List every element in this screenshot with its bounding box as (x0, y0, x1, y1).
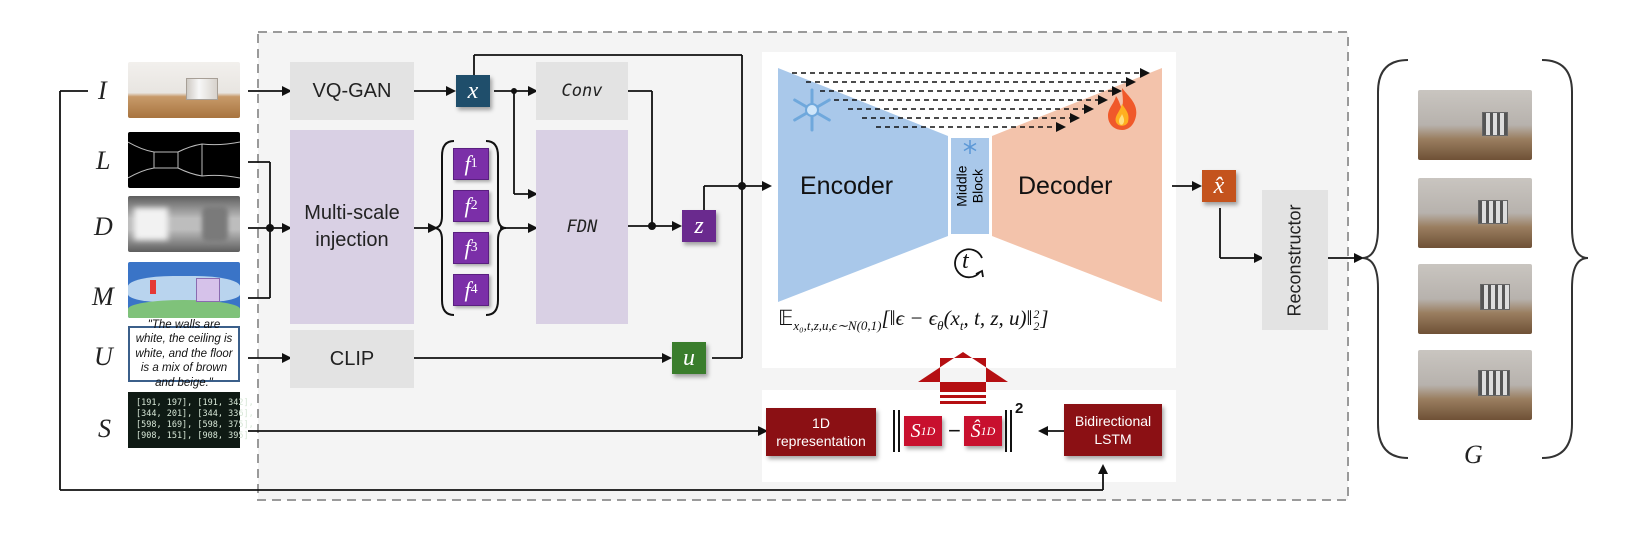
lstm-line2: LSTM (1094, 431, 1132, 447)
loss-theta: θ (937, 318, 944, 334)
junction-dot (648, 222, 656, 230)
g-left-brace (1361, 59, 1409, 459)
multiscale-label-line2: injection (315, 229, 389, 251)
rep-line1: 1D (812, 414, 830, 431)
s1d-hat-subscript: 1D (980, 423, 996, 438)
clip-module: CLIP (290, 330, 414, 388)
u-token: u (672, 342, 706, 374)
input-label-u: U (94, 342, 113, 371)
f-subscript: 4 (470, 282, 478, 297)
f-subscript: 1 (470, 156, 478, 171)
snowflake-icon (793, 88, 831, 132)
loss-args: (x (943, 306, 960, 330)
f-subscript: 2 (470, 198, 478, 213)
generated-panorama (1418, 178, 1532, 248)
lstm-line1: Bidirectional (1074, 412, 1152, 429)
s1d-hat-symbol: Ŝ (970, 419, 981, 442)
coords-line: [191, 197], [191, 342], (136, 398, 254, 408)
representation-1d-box: 1D representation (766, 408, 876, 456)
snowflake-icon (963, 140, 977, 154)
generated-panorama (1418, 90, 1532, 160)
loss-expectation-subscript: x₀,t,z,u,ϵ∼N(0,1) (793, 318, 882, 334)
coords-line: [908, 151], [908, 395] (136, 431, 249, 442)
f-symbol: f (464, 193, 471, 218)
semantic-mask (128, 262, 240, 318)
x-hat-token: x̂ (1202, 170, 1236, 202)
g-right-brace (1541, 59, 1589, 459)
middle-label-line1: Middle (953, 165, 970, 207)
cycle-icon (954, 248, 984, 279)
loss-close: ] (1040, 306, 1049, 330)
f-symbol: f (464, 277, 471, 302)
panorama-image-input (128, 62, 240, 118)
vqgan-module: VQ-GAN (290, 62, 414, 120)
output-label-g: G (1464, 440, 1483, 469)
z-token: z (682, 210, 716, 242)
corner-coordinates-card: [191, 197], [191, 342],[344, 201], [344,… (128, 392, 254, 448)
input-label-m: M (92, 282, 114, 311)
loss-sup: 2 (1033, 307, 1040, 322)
fdn-label: FDN (566, 216, 598, 237)
f-symbol: f (464, 235, 471, 260)
vqgan-label: VQ-GAN (312, 79, 392, 102)
coords-line: [344, 201], [344, 336], (136, 409, 254, 420)
encoder-label: Encoder (800, 172, 894, 200)
input-label-d: D (94, 212, 113, 241)
norm-exponent: 2 (1015, 400, 1024, 417)
input-label-s: S (98, 414, 111, 443)
input-label-i: I (98, 76, 107, 105)
f-right-brace (485, 140, 507, 316)
generated-panorama (1418, 264, 1532, 334)
reconstructor-label: Reconstructor (1284, 203, 1305, 317)
middle-label-line2: Block (970, 168, 986, 204)
loss-sub: 2 (1033, 319, 1040, 334)
s1d-subscript: 1D (920, 423, 936, 438)
decoder-label: Decoder (1018, 172, 1113, 200)
layout-lines (128, 141, 240, 179)
f-symbol: f (464, 151, 471, 176)
loss-t-subscript: t (959, 318, 964, 334)
f-subscript: 3 (470, 240, 478, 255)
layout-edge-map (128, 132, 240, 188)
junction-dot (511, 88, 517, 94)
conv-module: Conv (536, 62, 628, 120)
loss-expectation: 𝔼 (778, 306, 794, 330)
loss-rest: , t, z, u)‖ (963, 306, 1033, 330)
minus-sign: − (948, 418, 961, 443)
x-token: x (456, 75, 490, 107)
input-label-l: L (96, 146, 111, 175)
multiscale-injection-module: Multi-scale injection (290, 130, 414, 324)
junction-dot (266, 224, 274, 232)
s1d-symbol: S (910, 419, 921, 442)
text-prompt-card: "The walls are white, the ceiling is whi… (128, 319, 240, 389)
depth-map (128, 196, 240, 252)
rep-line2: representation (776, 433, 866, 449)
junction-dot (738, 182, 746, 190)
clip-label: CLIP (329, 347, 375, 370)
fdn-module: FDN (536, 130, 628, 324)
loss-formula: 𝔼x₀,t,z,u,ϵ∼N(0,1)[‖ϵ − ϵθ(xt, t, z, u)‖… (778, 306, 1168, 334)
generated-panorama (1418, 350, 1532, 420)
multiscale-label-line1: Multi-scale (304, 202, 400, 224)
conv-label: Conv (561, 81, 603, 101)
loss-up-arrow (918, 352, 1008, 404)
f-left-brace (433, 140, 455, 316)
reconstructor-module: Reconstructor (1262, 190, 1328, 330)
fire-icon (1108, 88, 1137, 130)
coords-line: [598, 169], [598, 375], (136, 420, 254, 431)
timestep-label: t (962, 248, 969, 274)
loss-body: [‖ϵ − ϵ (881, 306, 938, 330)
